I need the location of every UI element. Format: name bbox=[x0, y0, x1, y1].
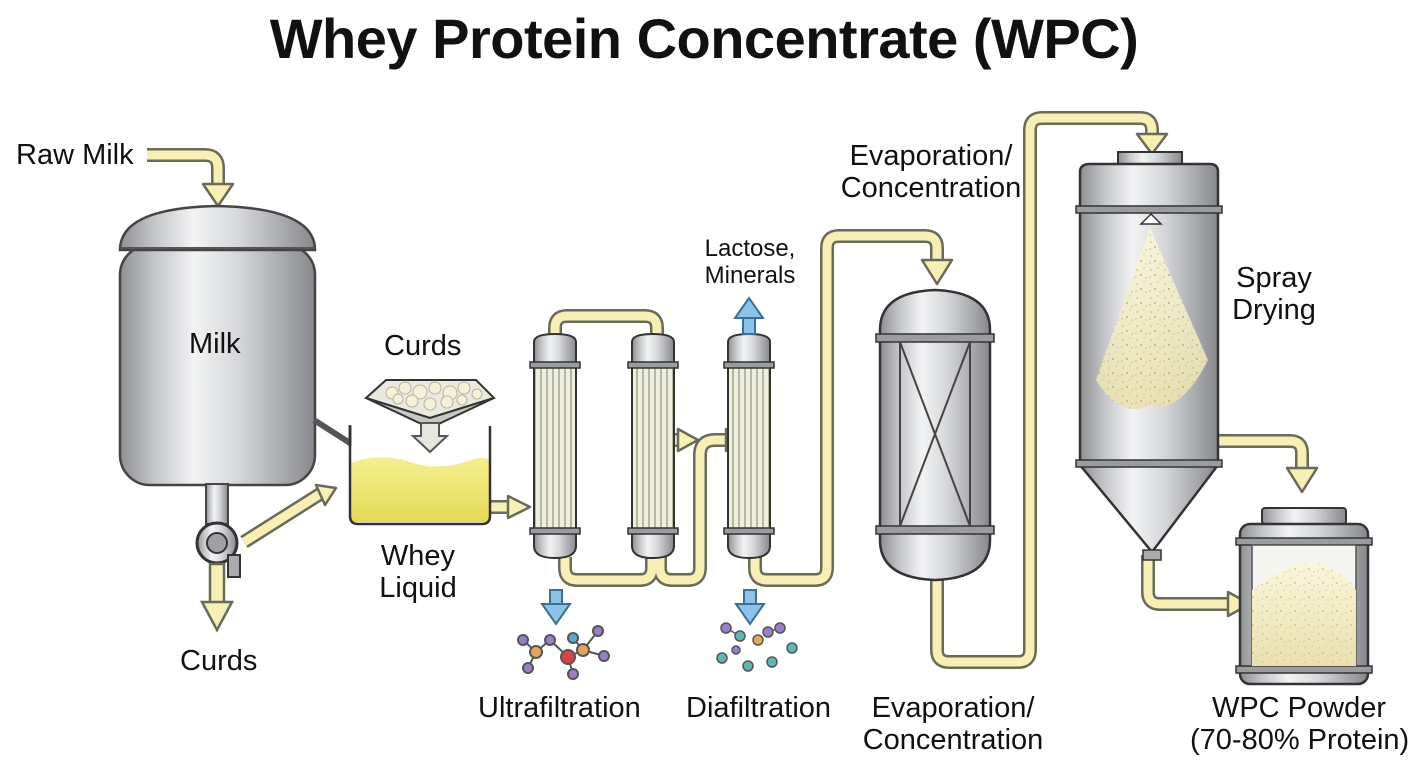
ultrafiltration-label: Ultrafiltration bbox=[478, 692, 641, 724]
curds-tray-label: Curds bbox=[384, 330, 462, 362]
evaporator bbox=[875, 288, 995, 582]
curds-tray bbox=[364, 379, 496, 454]
diafiltration-permeate-arrow bbox=[734, 589, 766, 626]
wpc-powder-bin bbox=[1235, 507, 1373, 686]
arrow-to-spray-dryer bbox=[1135, 132, 1169, 156]
wpc-powder-label: WPC Powder (70-80% Protein) bbox=[1190, 692, 1408, 757]
whey-tank bbox=[348, 426, 492, 526]
raw-milk-label: Raw Milk bbox=[16, 139, 134, 171]
milk-tank bbox=[118, 204, 352, 525]
arrow-raw-milk-in bbox=[201, 182, 235, 208]
diafiltration-label: Diafiltration bbox=[686, 692, 832, 724]
spray-drying-label: Spray Drying bbox=[1232, 262, 1316, 327]
diafiltration-molecules bbox=[716, 622, 798, 672]
page-title: Whey Protein Concentrate (WPC) bbox=[269, 7, 1139, 70]
ultrafiltration-module-2 bbox=[627, 332, 679, 560]
pipe-network bbox=[147, 111, 1309, 669]
permeate-arrows bbox=[540, 296, 766, 626]
whey-liquid-label: Whey Liquid bbox=[379, 540, 457, 605]
diafiltration-module bbox=[723, 332, 775, 560]
arrow-to-ultrafiltration bbox=[506, 494, 532, 520]
curds-output-label: Curds bbox=[180, 645, 258, 677]
spray-dryer bbox=[1075, 151, 1223, 561]
arrow-to-whey-tank bbox=[314, 483, 338, 507]
arrow-to-powder-bin bbox=[1285, 466, 1319, 494]
milk-label: Milk bbox=[189, 328, 241, 360]
curds-down-arrow bbox=[199, 562, 235, 633]
lactose-minerals-label: Lactose, Minerals bbox=[704, 235, 796, 289]
arrow-to-diafiltration-1 bbox=[676, 427, 700, 453]
evaporation-top-label: Evaporation/ Concentration bbox=[840, 140, 1022, 205]
pump bbox=[195, 521, 241, 578]
lactose-minerals-up-arrow bbox=[733, 296, 765, 335]
evaporation-bottom-label: Evaporation/ Concentration bbox=[862, 692, 1044, 757]
ultrafiltration-module-1 bbox=[529, 332, 581, 560]
ultrafiltration-permeate-arrow bbox=[540, 589, 572, 626]
arrow-to-evaporator bbox=[920, 258, 954, 286]
ultrafiltration-molecules bbox=[517, 625, 610, 680]
